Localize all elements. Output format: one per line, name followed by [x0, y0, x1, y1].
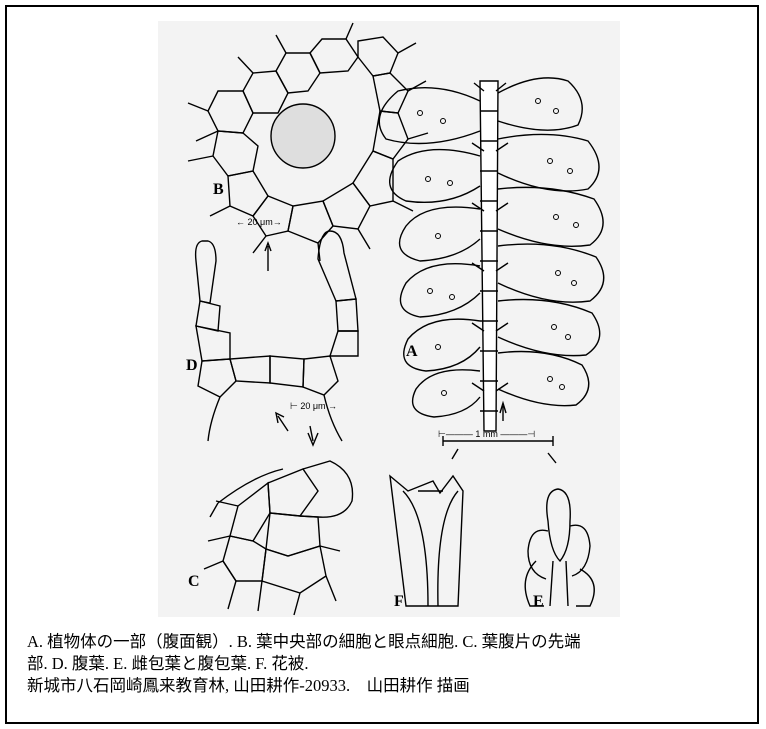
panel-label-c: C	[188, 573, 200, 590]
panel-b-drawing	[187, 22, 429, 271]
panel-e-drawing	[524, 488, 595, 607]
panel-label-d: D	[186, 357, 198, 374]
panel-f-drawing	[389, 474, 464, 607]
panel-c-drawing	[203, 425, 354, 616]
scale-bar-d: ⊢ 20 μm →	[290, 401, 338, 411]
plate-drawing	[187, 22, 605, 616]
panel-label-f: F	[394, 593, 404, 610]
panel-label-e: E	[533, 593, 544, 610]
caption-line-1: A. 植物体の一部（腹面観）. B. 葉中央部の細胞と眼点細胞. C. 葉腹片の…	[27, 632, 581, 651]
botanical-plate: B D C A F E ← 20 μm→ ⊢ 20 μm → ⊢——— 1 mm…	[158, 21, 620, 617]
caption-line-2: 部. D. 腹葉. E. 雌包葉と腹包葉. F. 花被.	[27, 654, 309, 673]
figure-frame: B D C A F E ← 20 μm→ ⊢ 20 μm → ⊢——— 1 mm…	[5, 5, 759, 724]
panel-label-a: A	[406, 343, 418, 360]
panel-d-drawing	[194, 230, 359, 442]
panel-label-b: B	[213, 181, 224, 198]
caption-line-3: 新城市八石岡崎鳳来教育林, 山田耕作-20933. 山田耕作 描画	[27, 676, 470, 695]
scale-bar-b: ← 20 μm→	[236, 217, 282, 227]
figure-caption: A. 植物体の一部（腹面観）. B. 葉中央部の細胞と眼点細胞. C. 葉腹片の…	[27, 631, 757, 697]
panel-a-drawing	[378, 77, 605, 464]
scale-bar-a: ⊢——— 1 mm ———⊣	[438, 429, 536, 439]
